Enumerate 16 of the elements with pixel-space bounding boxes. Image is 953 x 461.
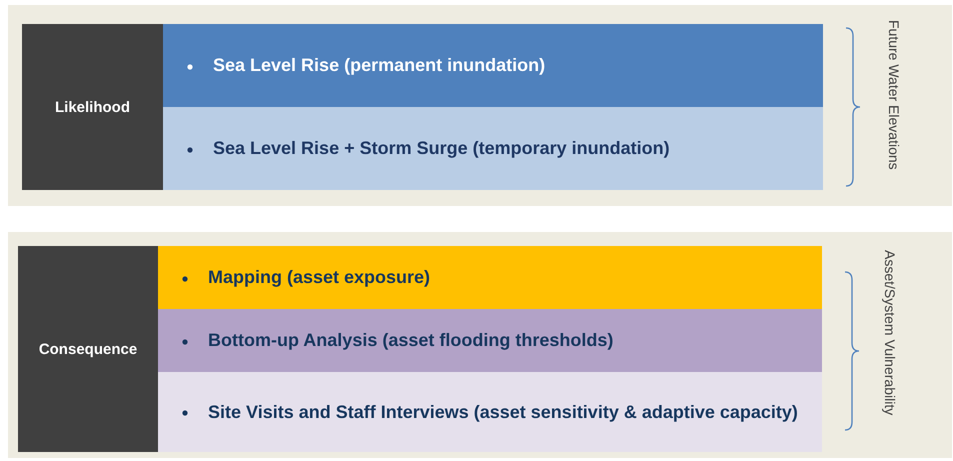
item-bar bbox=[163, 24, 823, 107]
panel-background bbox=[8, 5, 952, 206]
item-text: Site Visits and Staff Interviews (asset sensitivity & adaptive capacity) bbox=[208, 402, 798, 422]
item-bar bbox=[158, 246, 822, 309]
group-label: Asset/System Vulnerability bbox=[882, 250, 898, 416]
item-bar bbox=[158, 309, 822, 372]
panel-background bbox=[8, 232, 952, 458]
item-text: Sea Level Rise (permanent inundation) bbox=[213, 55, 546, 76]
item-bar bbox=[163, 107, 823, 190]
item-bar bbox=[158, 372, 822, 452]
category-label: Likelihood bbox=[22, 24, 163, 190]
category-label: Consequence bbox=[18, 246, 158, 452]
item-text: Bottom-up Analysis (asset flooding thresholds) bbox=[208, 330, 614, 351]
item-text: Mapping (asset exposure) bbox=[208, 267, 430, 288]
item-text: Sea Level Rise + Storm Surge (temporary inundation) bbox=[213, 138, 670, 159]
group-label: Future Water Elevations bbox=[886, 20, 902, 170]
